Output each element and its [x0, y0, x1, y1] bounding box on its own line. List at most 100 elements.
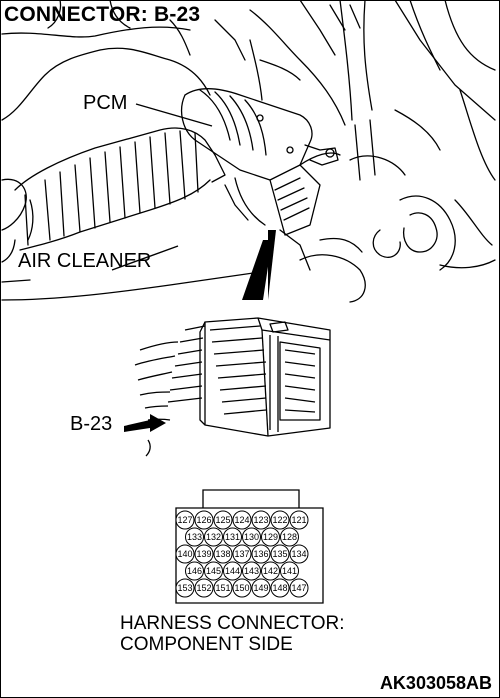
pin-circle — [194, 510, 214, 530]
connector-pin: 121 — [289, 510, 309, 530]
pin-circle — [185, 561, 204, 581]
pin-circle — [232, 578, 252, 598]
connector-pin: 140 — [175, 544, 195, 564]
connector-pin: 151 — [213, 578, 233, 598]
pin-number: 122 — [272, 515, 287, 525]
pin-circle — [280, 527, 299, 547]
pin-circle — [223, 527, 242, 547]
page-title: CONNECTOR: B-23 — [4, 3, 201, 26]
connector-pin: 126 — [194, 510, 214, 530]
pin-number: 148 — [272, 583, 287, 593]
pin-circle — [213, 544, 233, 564]
connector-pin: 125 — [213, 510, 233, 530]
pin-circle — [270, 544, 290, 564]
pin-number: 145 — [206, 566, 221, 576]
pin-number: 150 — [234, 583, 249, 593]
pin-number: 135 — [272, 549, 287, 559]
connector-pin: 127 — [175, 510, 195, 530]
pin-circle — [185, 527, 204, 547]
pin-number: 139 — [196, 549, 211, 559]
pin-circle — [289, 510, 309, 530]
connector-pin: 147 — [289, 578, 309, 598]
pin-circle — [242, 561, 261, 581]
connector-pin: 139 — [194, 544, 214, 564]
pin-number: 130 — [244, 532, 259, 542]
connector-pin: 128 — [280, 527, 299, 547]
pin-circle — [175, 578, 195, 598]
harness-caption: HARNESS CONNECTOR: COMPONENT SIDE — [120, 613, 345, 655]
connector-pin: 144 — [223, 561, 242, 581]
pin-circle — [223, 561, 242, 581]
connector-pin: 146 — [185, 561, 204, 581]
connector-pin: 149 — [251, 578, 271, 598]
pin-circle — [251, 578, 271, 598]
pin-number: 123 — [253, 515, 268, 525]
connector-pin: 152 — [194, 578, 214, 598]
pin-circle — [280, 561, 299, 581]
pin-circle — [289, 578, 309, 598]
pin-number: 142 — [263, 566, 278, 576]
pin-circle — [175, 510, 195, 530]
pin-circle — [251, 510, 271, 530]
connector-pin: 145 — [204, 561, 223, 581]
air-cleaner-label: AIR CLEANER — [18, 250, 152, 272]
connector-pin: 141 — [280, 561, 299, 581]
connector-pin: 136 — [251, 544, 271, 564]
pin-number: 131 — [225, 532, 240, 542]
pin-circle — [251, 544, 271, 564]
connector-pin: 148 — [270, 578, 290, 598]
pin-number: 125 — [215, 515, 230, 525]
connector-pin: 142 — [261, 561, 280, 581]
pin-circle — [289, 544, 309, 564]
pin-number: 128 — [282, 532, 297, 542]
caption-line-2: COMPONENT SIDE — [120, 634, 293, 655]
pin-number: 133 — [187, 532, 202, 542]
connector-pin: 131 — [223, 527, 242, 547]
caption-line-1: HARNESS CONNECTOR: — [120, 613, 345, 634]
pin-circle — [232, 544, 252, 564]
pin-number: 141 — [282, 566, 297, 576]
connector-pin: 143 — [242, 561, 261, 581]
pin-circle — [204, 561, 223, 581]
connector-pin: 130 — [242, 527, 261, 547]
connector-pin: 153 — [175, 578, 195, 598]
pin-circle — [242, 527, 261, 547]
connector-pin: 122 — [270, 510, 290, 530]
connector-pin: 124 — [232, 510, 252, 530]
pin-number: 138 — [215, 549, 230, 559]
connector-pin: 133 — [185, 527, 204, 547]
pin-number: 127 — [177, 515, 192, 525]
pin-number: 126 — [196, 515, 211, 525]
pin-circle — [270, 510, 290, 530]
connector-pin: 132 — [204, 527, 223, 547]
pin-number: 137 — [234, 549, 249, 559]
connector-label: B-23 — [70, 413, 113, 435]
pin-circle — [261, 561, 280, 581]
pin-circle — [194, 544, 214, 564]
pin-number: 143 — [244, 566, 259, 576]
pin-circle — [270, 578, 290, 598]
connector-pin: 138 — [213, 544, 233, 564]
pin-number: 147 — [291, 583, 306, 593]
pin-circle — [204, 527, 223, 547]
connector-pin: 137 — [232, 544, 252, 564]
connector-pin: 135 — [270, 544, 290, 564]
pin-number: 121 — [291, 515, 306, 525]
connector-pin: 150 — [232, 578, 252, 598]
pin-number: 132 — [206, 532, 221, 542]
pcm-label: PCM — [83, 92, 128, 114]
figure-code: AK303058AB — [379, 673, 492, 693]
pin-circle — [213, 510, 233, 530]
pin-circle — [232, 510, 252, 530]
pin-number: 149 — [253, 583, 268, 593]
connector-pin: 134 — [289, 544, 309, 564]
pin-number: 136 — [253, 549, 268, 559]
pin-circle — [261, 527, 280, 547]
pin-number: 129 — [263, 532, 278, 542]
connector-pin: 129 — [261, 527, 280, 547]
connector-pin: 123 — [251, 510, 271, 530]
pin-number: 144 — [225, 566, 240, 576]
pin-circle — [213, 578, 233, 598]
